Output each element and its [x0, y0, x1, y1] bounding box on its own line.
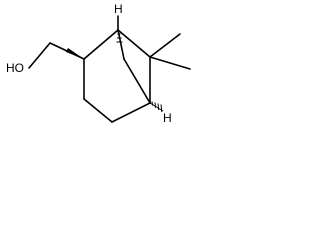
bond-o-ch2 — [28, 42, 51, 69]
bond-c4-c5 — [111, 102, 151, 123]
hydroxyl-label: HO — [6, 61, 24, 75]
bond-methyl-1 — [149, 33, 181, 58]
bond-c3-c4 — [83, 98, 113, 123]
bond-bridge-c5 — [123, 58, 151, 104]
bond-c1-bridge — [117, 29, 125, 60]
bridgehead-h-bottom: H — [163, 111, 172, 125]
wedge-bond-ch2 — [66, 48, 84, 59]
bond-c1-c6 — [117, 29, 151, 58]
hashed-wedge-bottom — [149, 101, 164, 113]
hashed-wedge-top — [116, 33, 123, 43]
bond-methyl-2 — [149, 56, 191, 70]
molecule-structure: HO H H — [6, 2, 191, 125]
bond-c2-c1 — [83, 29, 119, 60]
bridgehead-h-top: H — [114, 2, 123, 16]
